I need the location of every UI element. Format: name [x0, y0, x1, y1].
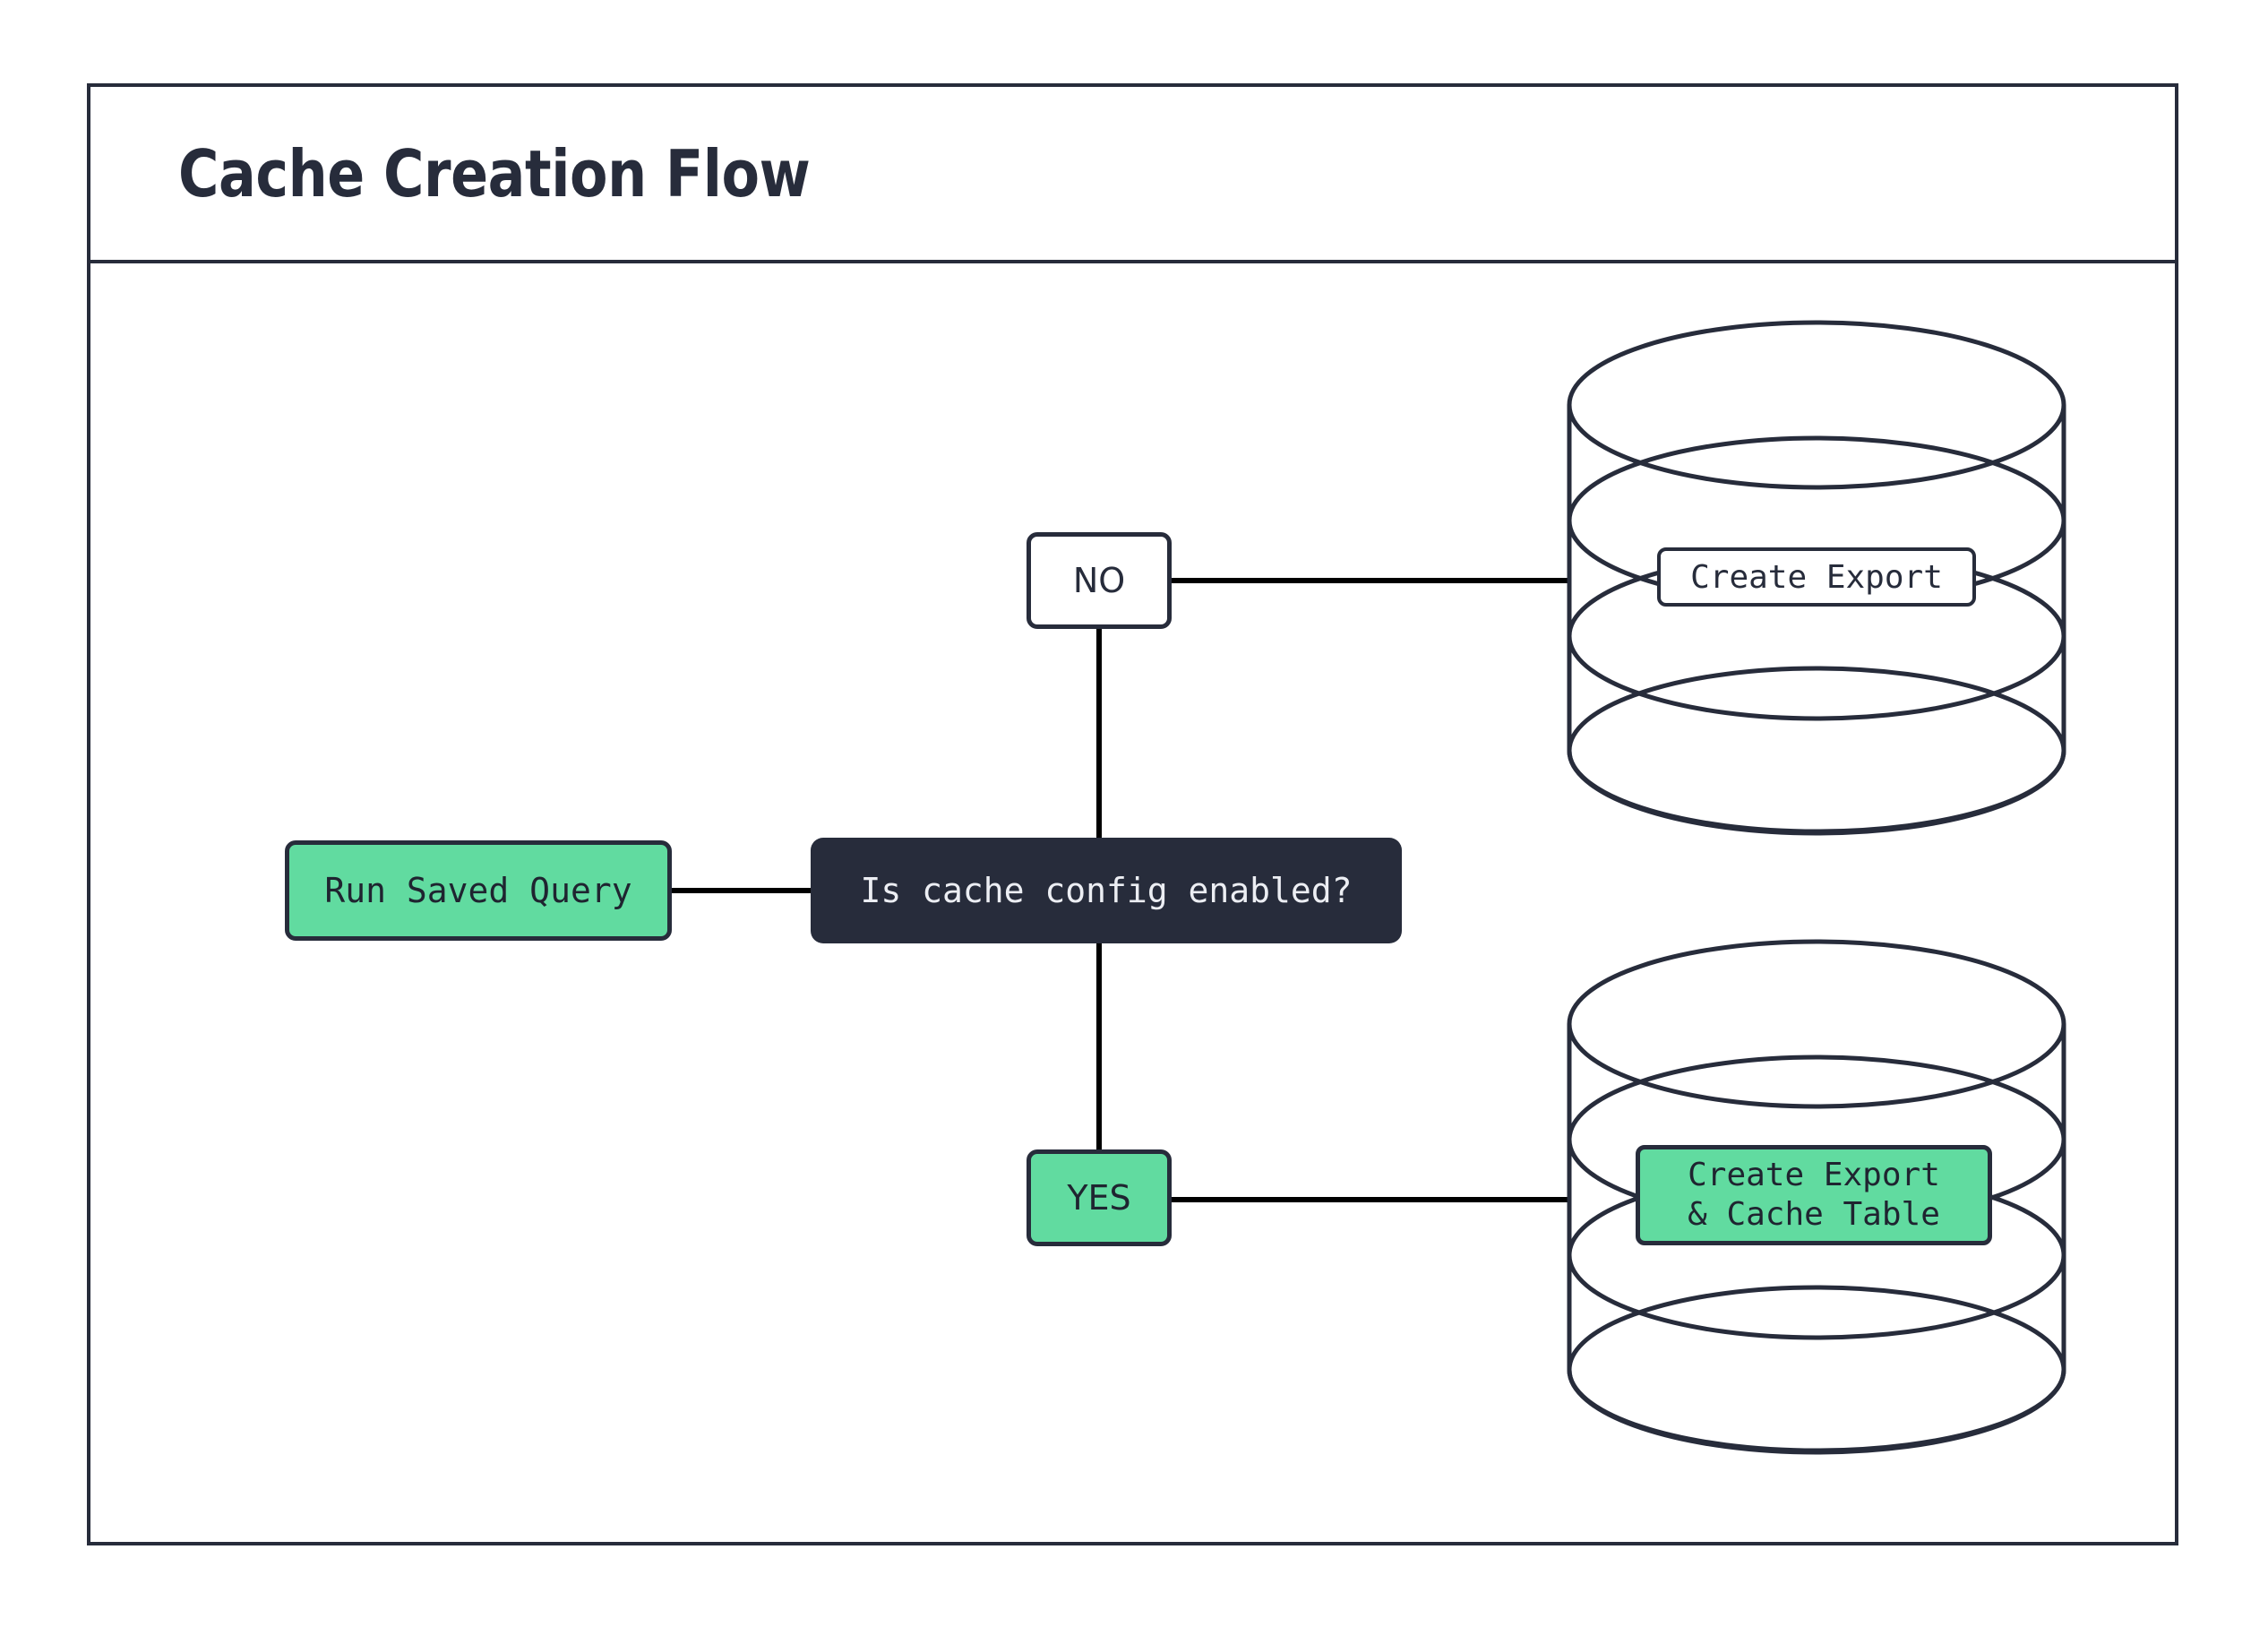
node-branch-no[interactable]: NO — [1027, 532, 1172, 629]
node-run-saved-query[interactable]: Run Saved Query — [285, 840, 672, 941]
label-create-export-and-cache-table[interactable]: Create Export & Cache Table — [1636, 1145, 1992, 1245]
diagram-frame: Cache Creation Flow — [87, 83, 2178, 1545]
label-line-1: Create Export — [1688, 1157, 1940, 1194]
node-branch-yes[interactable]: YES — [1027, 1149, 1172, 1246]
page-title: Cache Creation Flow — [178, 135, 811, 211]
label-create-export[interactable]: Create Export — [1657, 547, 1976, 607]
label-line-2: & Cache Table — [1688, 1196, 1940, 1233]
diagram-header: Cache Creation Flow — [90, 87, 2175, 263]
node-decision-is-cache-config-enabled[interactable]: Is cache config enabled? — [811, 838, 1402, 943]
